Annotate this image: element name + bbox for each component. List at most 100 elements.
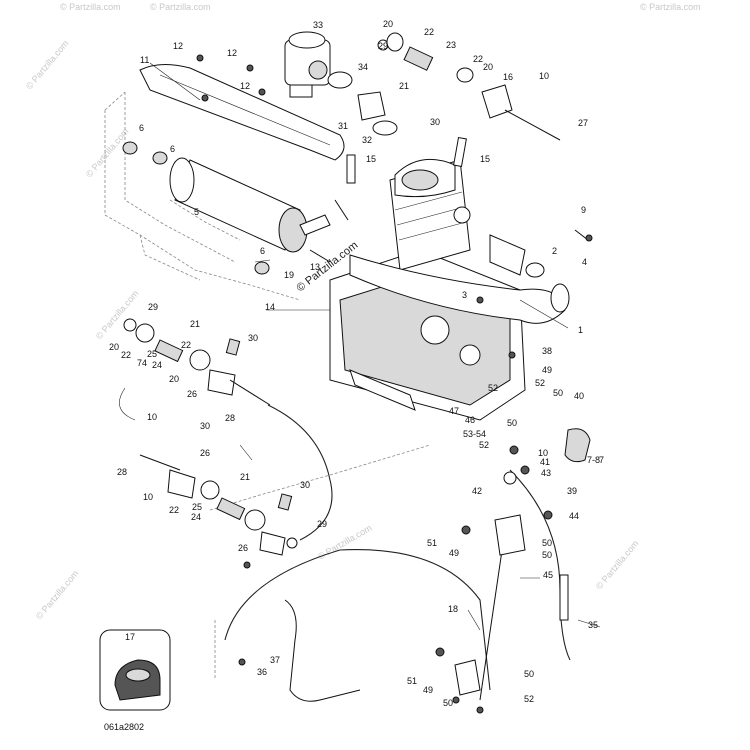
- callout-10: 10: [143, 492, 153, 502]
- gasket-ring: [525, 262, 545, 278]
- callout-51: 51: [407, 676, 417, 686]
- callout-23: 23: [446, 40, 456, 50]
- callout-36: 36: [257, 667, 267, 677]
- callout-52: 52: [524, 694, 534, 704]
- callout-50: 50: [542, 538, 552, 548]
- callout-14: 14: [265, 302, 275, 312]
- watermark-text: © Partzilla.com: [84, 126, 131, 179]
- shift-bracket: [494, 514, 526, 556]
- shift-cable: [509, 469, 571, 661]
- callout-13: 13: [310, 262, 320, 272]
- leader-lines: [149, 62, 601, 631]
- callout-40: 40: [574, 391, 584, 401]
- callout-12: 12: [173, 41, 183, 51]
- callout-32: 32: [362, 135, 372, 145]
- callout-51: 51: [427, 538, 437, 548]
- callout-52: 52: [535, 378, 545, 388]
- callout-16: 16: [503, 72, 513, 82]
- callout-4: 4: [582, 257, 587, 267]
- watermark-text: © Partzilla.com: [34, 568, 81, 621]
- callout-7-8: 7-8: [587, 455, 600, 465]
- callout-25: 25: [192, 502, 202, 512]
- callout-50: 50: [542, 550, 552, 560]
- callout-21: 21: [399, 81, 409, 91]
- callout-11: 11: [140, 55, 149, 65]
- callout-41: 41: [540, 457, 550, 467]
- callout-22: 22: [473, 54, 483, 64]
- callout-29: 29: [317, 519, 327, 529]
- watermark-text: © Partzilla.com: [640, 2, 701, 12]
- callout-30: 30: [248, 333, 258, 343]
- callout-24: 24: [152, 360, 162, 370]
- muffler: [169, 157, 331, 253]
- watermark-text: © Partzilla.com: [94, 288, 141, 341]
- callout-30: 30: [200, 421, 210, 431]
- callout-15: 15: [366, 154, 376, 164]
- cable-arrow: [239, 444, 253, 461]
- rubber-mount: [254, 261, 270, 275]
- callout-28: 28: [117, 467, 127, 477]
- callout-25: 25: [147, 349, 157, 359]
- callout-38: 38: [542, 346, 552, 356]
- callout-1: 1: [578, 325, 583, 335]
- callout-45: 45: [543, 570, 553, 580]
- shift-bracket-lower: [454, 659, 481, 696]
- callout-28: 28: [225, 413, 235, 423]
- callout-33: 33: [313, 20, 323, 30]
- choke-cable: [267, 404, 333, 541]
- callout-50: 50: [507, 418, 517, 428]
- exhaust-pipe-end: [550, 283, 570, 313]
- callout-53-54: 53-54: [463, 429, 486, 439]
- watermark-text: © Partzilla.com: [60, 2, 121, 12]
- inset-box: [99, 629, 171, 711]
- spark-plug: [453, 136, 467, 168]
- watermark-text: © Partzilla.com: [594, 538, 641, 591]
- callout-20: 20: [483, 62, 493, 72]
- callout-43: 43: [541, 468, 551, 478]
- callout-47: 47: [449, 406, 459, 416]
- drawing-code: 061a2802: [104, 722, 144, 732]
- intake-clamp: [372, 120, 398, 136]
- cylinder-head: [389, 158, 471, 271]
- callout-46: 46: [465, 415, 475, 425]
- callout-22: 22: [181, 340, 191, 350]
- callout-49: 49: [449, 548, 459, 558]
- callout-50: 50: [443, 698, 453, 708]
- callout-39: 39: [567, 486, 577, 496]
- callout-22: 22: [424, 27, 434, 37]
- watermark-text: © Partzilla.com: [150, 2, 211, 12]
- callout-12: 12: [240, 81, 250, 91]
- callout-34: 34: [358, 62, 368, 72]
- callout-17: 17: [125, 632, 135, 642]
- callout-7: 7: [599, 455, 604, 465]
- callout-52: 52: [479, 440, 489, 450]
- callout-15: 15: [480, 154, 490, 164]
- callout-3: 3: [462, 290, 467, 300]
- callout-18: 18: [448, 604, 458, 614]
- callout-6: 6: [139, 123, 144, 133]
- callout-37: 37: [270, 655, 280, 665]
- callout-10: 10: [539, 71, 549, 81]
- shift-link-rod: [559, 574, 569, 621]
- upper-linkage-cluster: [123, 318, 271, 406]
- vehicle-frame: [104, 91, 431, 680]
- heat-shield: [139, 64, 345, 161]
- callout-35: 35: [588, 620, 598, 630]
- cable-arrow: [119, 387, 136, 421]
- exhaust-spring: [334, 199, 349, 221]
- rubber-mount: [152, 151, 168, 165]
- callout-29: 29: [148, 302, 158, 312]
- valve-shaft-assembly: [377, 32, 561, 141]
- callout-52: 52: [488, 383, 498, 393]
- shift-lever: [479, 529, 506, 701]
- throttle-cable: [224, 549, 491, 691]
- callout-42: 42: [472, 486, 482, 496]
- callout-6: 6: [170, 144, 175, 154]
- reverse-handle: [284, 599, 361, 702]
- watermark-text: © Partzilla.com: [24, 38, 71, 91]
- callout-21: 21: [240, 472, 250, 482]
- callout-26: 26: [238, 543, 248, 553]
- shift-pivot: [503, 471, 517, 485]
- callout-26: 26: [187, 389, 197, 399]
